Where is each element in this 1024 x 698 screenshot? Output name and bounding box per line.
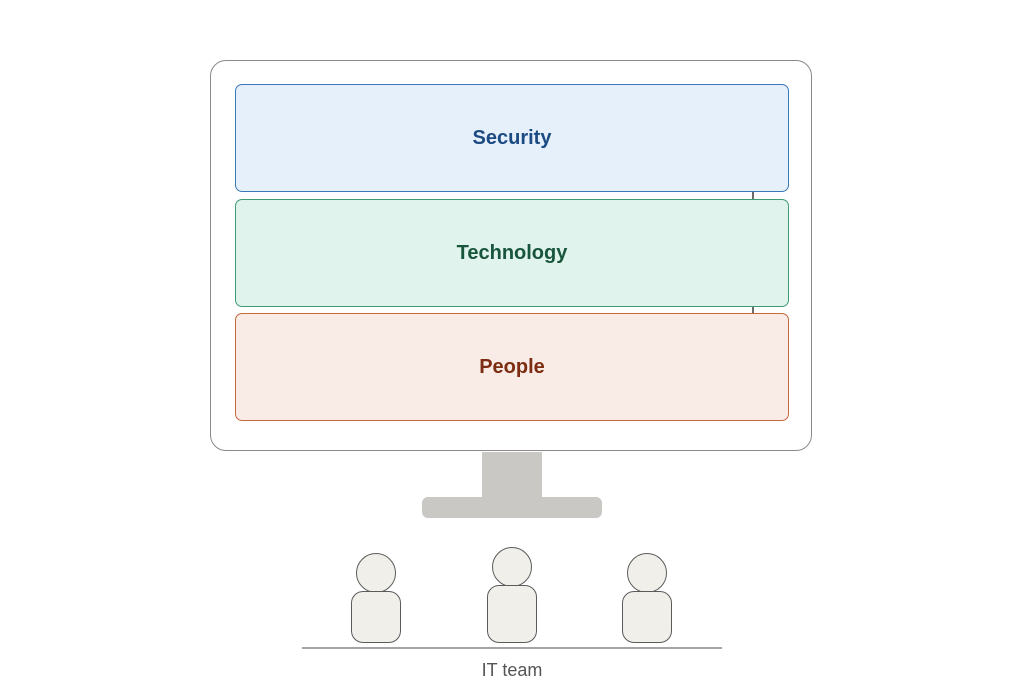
layer-connector	[752, 192, 754, 199]
floor-line	[302, 647, 722, 649]
person-head	[492, 547, 532, 587]
person-icon	[351, 553, 401, 643]
security-layer: Security	[235, 84, 789, 192]
people-label: People	[479, 355, 545, 378]
person-head	[356, 553, 396, 593]
security-label: Security	[472, 126, 552, 149]
monitor-stand-base	[422, 497, 602, 518]
person-head	[627, 553, 667, 593]
person-body	[351, 591, 401, 643]
monitor-stand-neck	[482, 452, 542, 500]
technology-label: Technology	[456, 241, 568, 264]
people-layer: People	[235, 313, 789, 421]
layer-connector	[752, 307, 754, 313]
person-body	[622, 591, 672, 643]
person-body	[487, 585, 537, 643]
team-label: IT team	[481, 660, 543, 680]
technology-layer: Technology	[235, 199, 789, 307]
person-icon	[487, 547, 537, 643]
person-icon	[622, 553, 672, 643]
